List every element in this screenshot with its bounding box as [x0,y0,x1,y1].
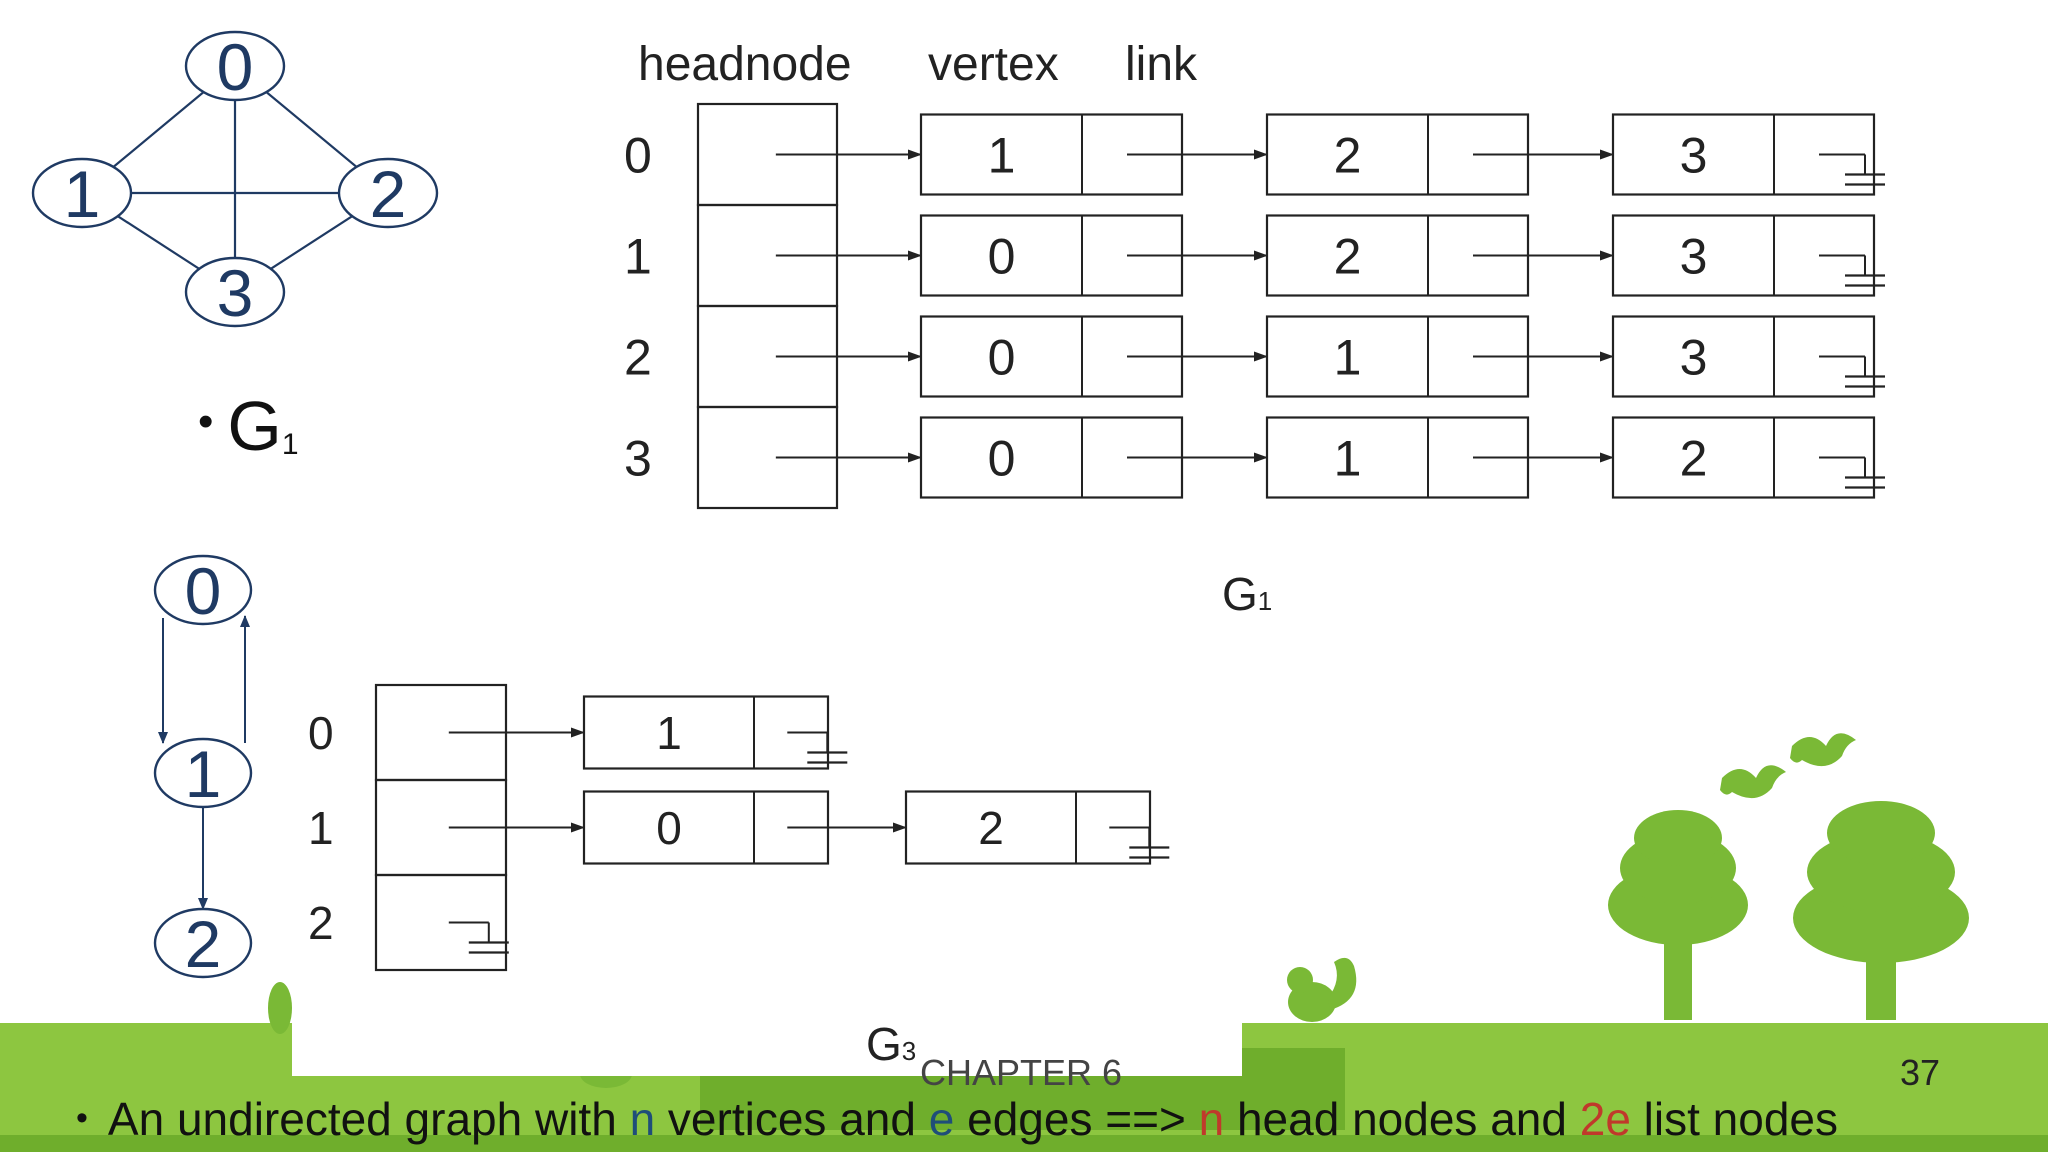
list-node-vertex: 3 [1680,229,1708,285]
g1-bullet-sub: 1 [281,428,299,461]
graph-node [31,157,133,229]
summary-text: An undirected graph with [107,1093,630,1145]
bullet-dot: • [198,397,214,446]
g3-list-panel [292,640,1242,1076]
summary-n-highlight: n [1198,1093,1225,1145]
g3-caption: G3 [866,1018,916,1070]
summary-bullet: • An undirected graph with n vertices and… [76,1092,1838,1146]
list-node-vertex: 1 [1334,431,1362,487]
list-node-vertex: 3 [1680,330,1708,386]
summary-text: head nodes and [1224,1093,1580,1145]
tree-icon [1608,810,1748,1020]
row-index: 3 [624,431,652,487]
graph-node [153,907,253,979]
bullet-dot: • [76,1099,88,1137]
list-node-vertex: 2 [978,802,1004,854]
list-node-vertex: 2 [1334,128,1362,184]
squirrel-icon [268,982,292,1034]
summary-e: e [928,1093,955,1145]
graph-node-label: 1 [64,157,101,231]
row-index: 2 [624,330,652,386]
list-node-vertex: 1 [1334,330,1362,386]
list-node-vertex: 0 [988,431,1016,487]
list-node-vertex: 2 [1680,431,1708,487]
list-node [1611,416,1876,499]
graph-node-label: 0 [217,30,254,104]
graph-node-label: 2 [370,157,407,231]
row-index: 1 [308,802,334,854]
list-node-vertex: 1 [988,128,1016,184]
row-index: 1 [624,229,652,285]
g3-adjacency-list: G3 0 1 1 0 2 2 [308,683,1170,1070]
g1-graph: 0 1 2 3 [31,30,439,330]
row-index: 0 [624,128,652,184]
list-node-vertex: 0 [988,330,1016,386]
list-node-vertex: 1 [656,707,682,759]
row-index: 0 [308,707,334,759]
graph-node [153,737,253,809]
header-vertex: vertex [928,38,1059,91]
summary-text: vertices and [655,1093,929,1145]
graph-node-label: 1 [185,737,222,811]
g1-bullet-label: G [227,387,282,465]
head-node-cell [374,873,508,972]
header-link: link [1125,38,1198,91]
list-node-vertex: 3 [1680,128,1708,184]
list-node-vertex: 0 [656,802,682,854]
summary-text: edges ==> [954,1093,1199,1145]
bird-icon [1720,765,1786,799]
summary-2e-highlight: 2e [1579,1093,1631,1145]
g1-adjacency-list: headnode vertex link G1 0 1 2 3 1 0 2 3 2 0 1 3 3 0 1 2 [624,38,1885,620]
header-headnode: headnode [638,38,852,91]
list-node-vertex: 2 [1334,229,1362,285]
list-node [1611,113,1876,196]
footer-page-number: 37 [1900,1052,1941,1093]
graph-node-label: 3 [217,256,254,330]
graph-node-label: 0 [185,554,222,628]
bird-icon [1790,733,1856,767]
graph-node [184,256,286,328]
graph-node [337,157,439,229]
list-node [1611,315,1876,398]
g1-caption: G1 [1222,568,1272,620]
g1-list-panel [592,18,1962,620]
row-index: 2 [308,897,334,949]
graph-node [153,554,253,626]
list-node-vertex: 0 [988,229,1016,285]
g3-graph: 0 1 2 [153,554,253,981]
graph-node [184,30,286,102]
summary-n: n [629,1093,656,1145]
ground-shadow [0,1135,2048,1152]
squirrel-icon [1287,957,1357,1022]
graph-node-label: 2 [185,907,222,981]
tree-icon [1793,801,1969,1020]
summary-text: list nodes [1630,1093,1839,1145]
g1-bullet: • G1 [198,386,299,466]
list-node [1611,214,1876,297]
footer-chapter: CHAPTER 6 [920,1052,1123,1093]
